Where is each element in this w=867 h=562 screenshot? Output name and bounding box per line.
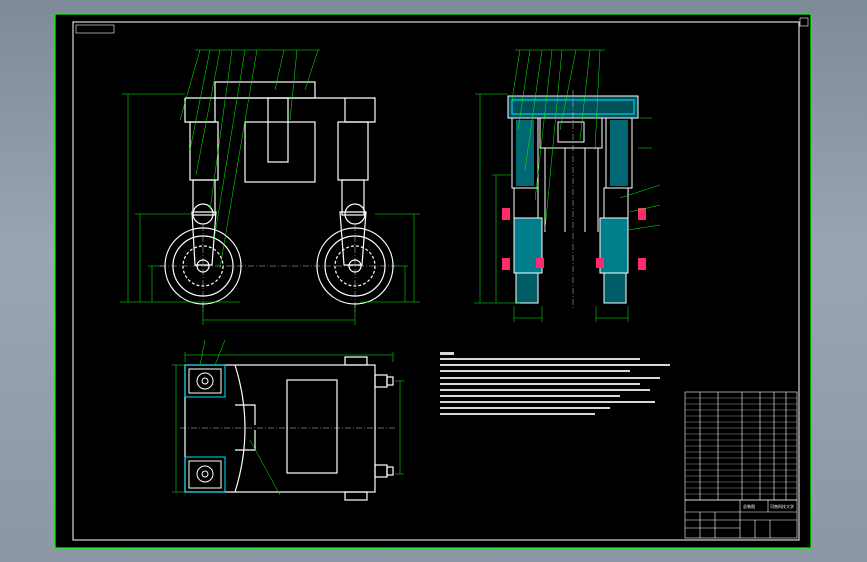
drawing-number-box — [75, 24, 115, 34]
front-view — [164, 81, 394, 305]
front-view-dimensions — [120, 49, 420, 325]
side-view — [502, 95, 646, 304]
parts-list-rows — [685, 397, 797, 495]
top-view-dimensions — [172, 339, 404, 496]
outer-border — [54, 13, 812, 549]
school-name-label: 河南科技大学 — [770, 504, 794, 509]
top-view — [184, 356, 394, 501]
side-view-dimensions — [474, 49, 661, 322]
technical-notes — [440, 352, 670, 415]
drawing-name-label: 总装图 — [743, 504, 755, 509]
center-lines — [160, 90, 574, 429]
corner-mark — [799, 17, 809, 27]
inner-frame — [72, 21, 800, 541]
top-view-casters — [184, 364, 226, 493]
title-block — [684, 499, 798, 539]
